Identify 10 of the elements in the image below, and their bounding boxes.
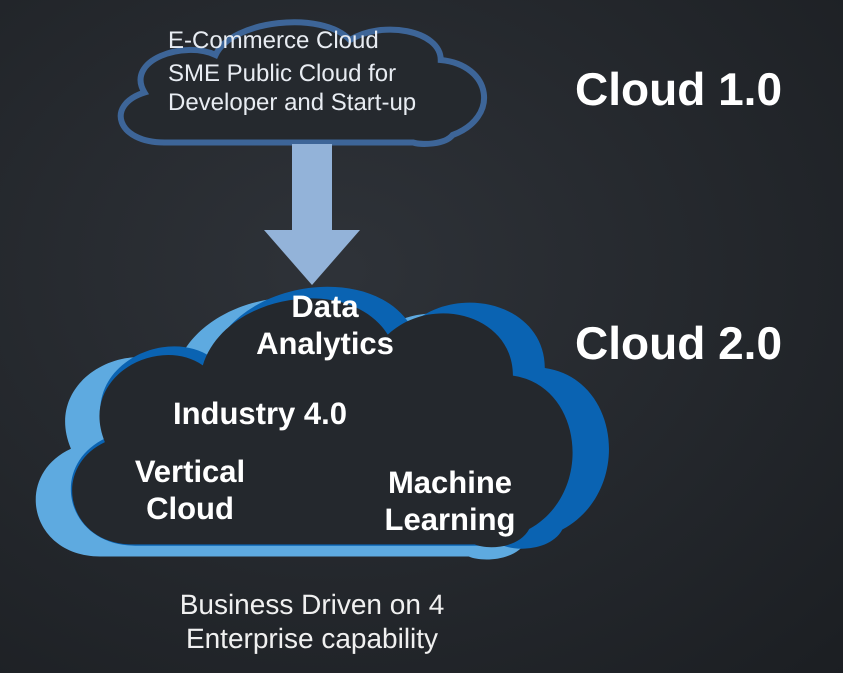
capability-label: Data Analytics	[255, 288, 395, 362]
stage-label: Cloud 1.0	[575, 62, 782, 116]
cloud-text: E-Commerce Cloud	[168, 27, 380, 56]
capability-label: Industry 4.0	[172, 395, 348, 432]
caption-text: Business Driven on 4 Enterprise capability	[178, 588, 446, 656]
cloud-text: SME Public Cloud for Developer and Start-up	[168, 60, 418, 118]
block-arrow	[264, 144, 360, 285]
capability-label: Vertical Cloud	[134, 453, 246, 528]
capability-label: Machine Learning	[384, 464, 516, 538]
stage-label: Cloud 2.0	[575, 316, 782, 370]
